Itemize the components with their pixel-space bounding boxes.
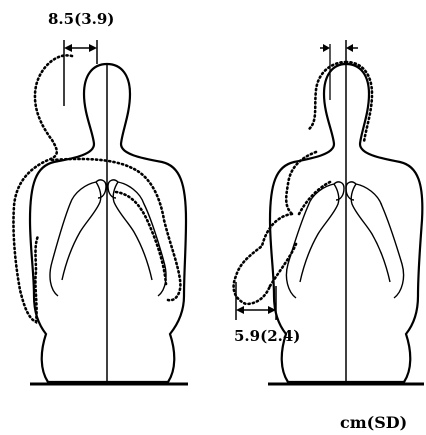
right-top-arrowhead-right xyxy=(346,44,353,52)
unit-note-label: cm(SD) xyxy=(340,413,407,432)
right-measurement-label: 5.9(2.4) xyxy=(234,327,300,345)
left-figure xyxy=(13,40,188,384)
left-body-dotted-outline xyxy=(13,55,180,322)
right-arm-left-solid xyxy=(286,184,338,298)
right-arm-right-solid xyxy=(351,184,403,298)
right-top-arrowhead-left xyxy=(323,44,330,52)
left-arm-dotted xyxy=(116,192,166,284)
right-measure-arrowhead-left xyxy=(236,306,244,314)
left-body-solid-outline xyxy=(30,64,186,382)
right-body-dotted-outline xyxy=(234,62,372,304)
left-measurement-label: 8.5(3.9) xyxy=(48,10,114,28)
left-arm-left-solid xyxy=(50,182,101,296)
left-measure-arrowhead-left xyxy=(64,44,72,52)
left-measure-arrowhead-right xyxy=(89,44,97,52)
